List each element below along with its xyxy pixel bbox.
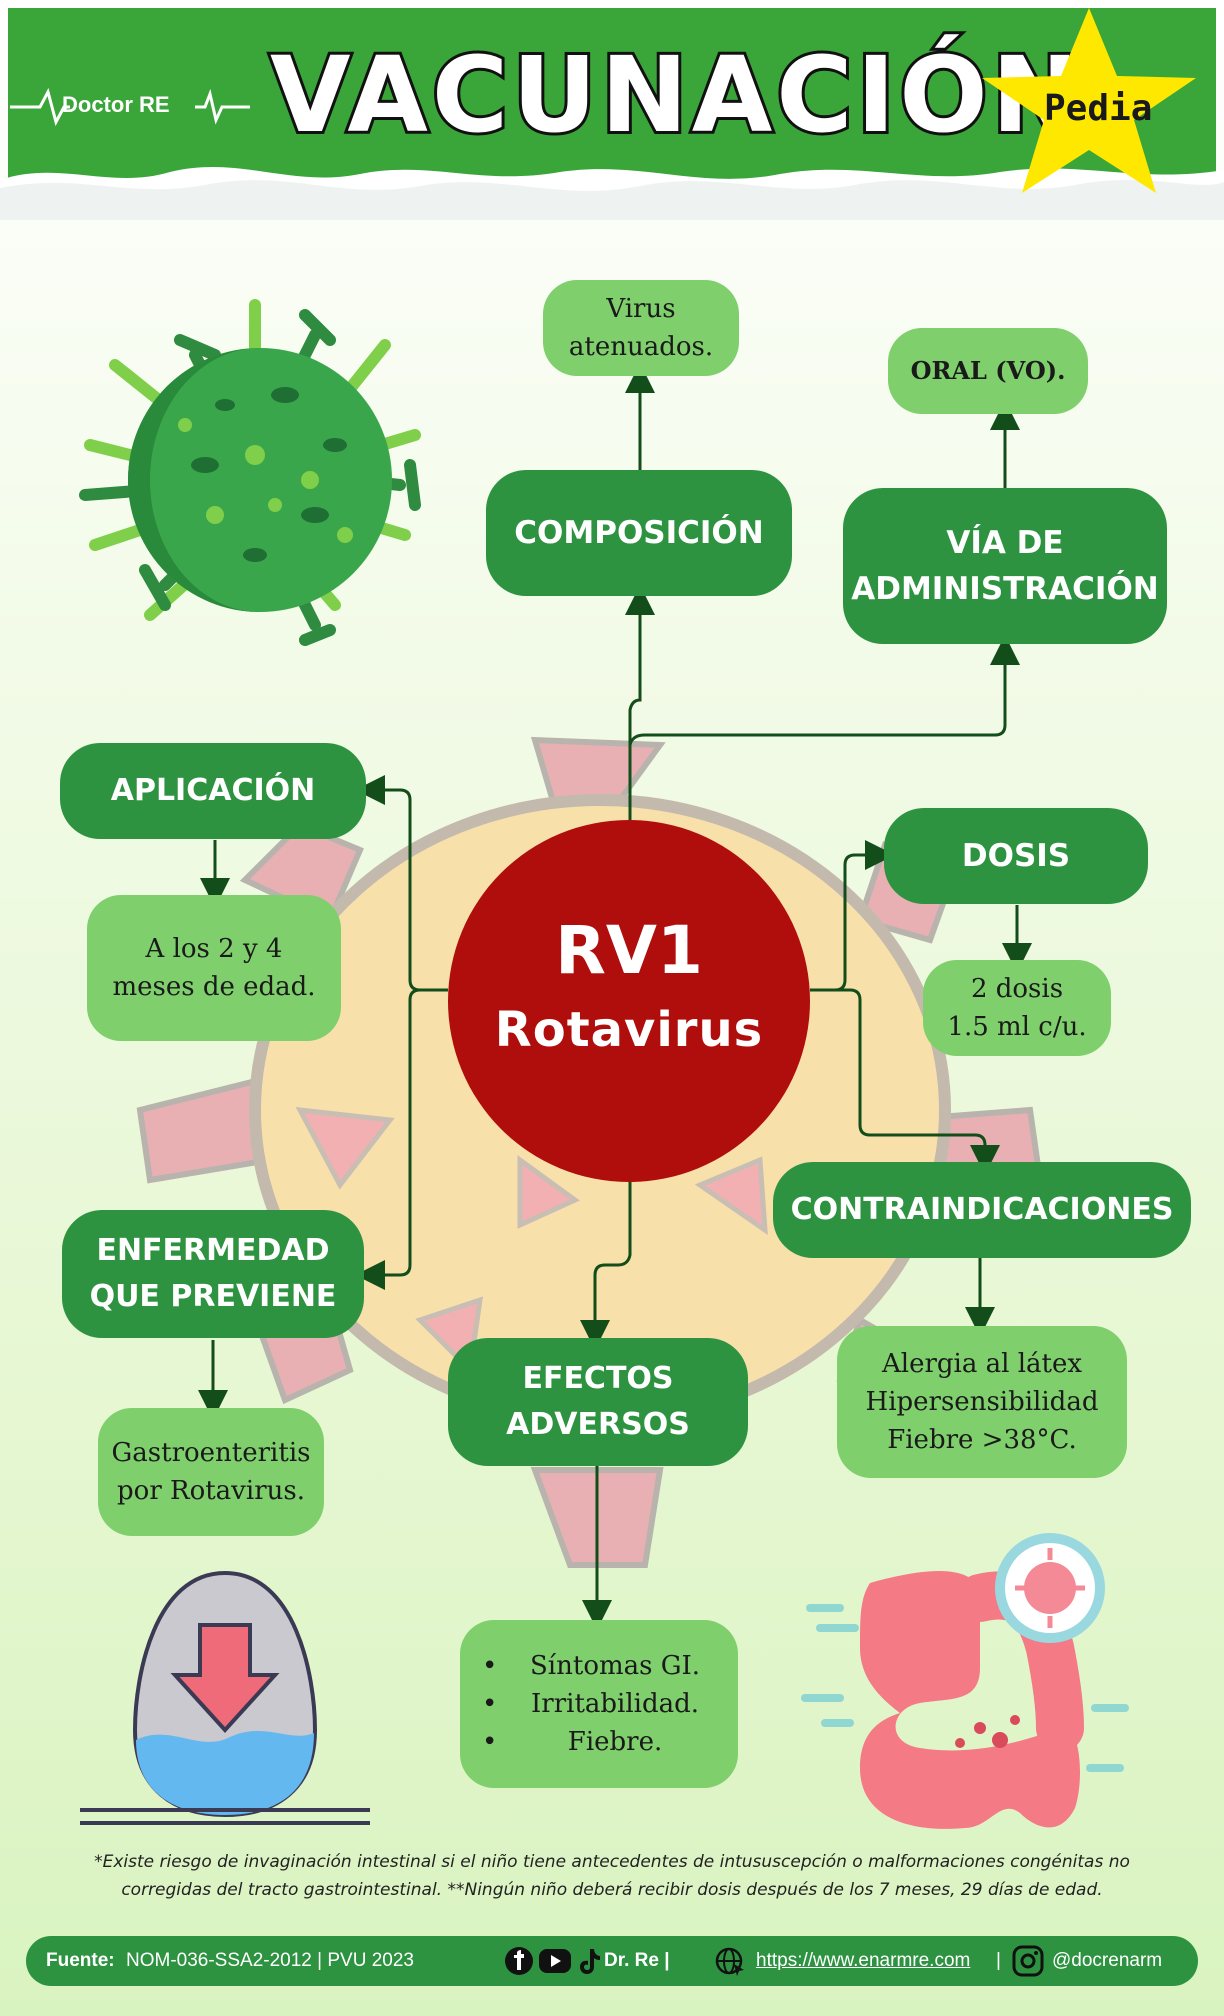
enfermedad-detail-line: Gastroenteritis <box>111 1438 311 1468</box>
enfermedad-node: ENFERMEDAD QUE PREVIENE <box>62 1210 364 1338</box>
via-title-line: VÍA DE <box>946 525 1064 561</box>
efecto-item: •Síntomas GI. <box>482 1651 701 1681</box>
aplicacion-node: APLICACIÓN <box>60 743 366 839</box>
globe-icon <box>715 1947 744 1976</box>
footnote-line: corregidas del tracto gastrointestinal. … <box>121 1880 1103 1900</box>
dosis-detail: 2 dosis 1.5 ml c/u. <box>923 960 1111 1056</box>
enfermedad-title-line: ENFERMEDAD <box>96 1233 330 1268</box>
source-text: NOM-036-SSA2-2012 | PVU 2023 <box>126 1950 414 1971</box>
via-node: VÍA DE ADMINISTRACIÓN <box>843 488 1167 644</box>
aplicacion-detail: A los 2 y 4 meses de edad. <box>87 895 341 1041</box>
source-label: Fuente: <box>46 1950 115 1971</box>
composicion-detail-line: Virus <box>606 294 676 324</box>
egg-arrow-illustration <box>80 1570 370 1825</box>
efectos-node: EFECTOS ADVERSOS <box>448 1338 748 1466</box>
enfermedad-detail-line: por Rotavirus. <box>117 1476 305 1506</box>
youtube-icon[interactable] <box>538 1946 572 1976</box>
star-icon <box>982 8 1196 193</box>
website-link[interactable]: https://www.enarmre.com <box>756 1950 971 1971</box>
tiktok-icon[interactable] <box>576 1946 602 1976</box>
brand-logo-text: Doctor RE <box>62 92 170 117</box>
dosis-node: DOSIS <box>884 808 1148 904</box>
dosis-detail-line: 2 dosis <box>970 974 1064 1004</box>
intestine-illustration <box>801 1533 1129 1829</box>
instagram-icon[interactable] <box>1012 1945 1044 1977</box>
via-title-line: ADMINISTRACIÓN <box>851 571 1159 607</box>
contraindicaciones-detail: Alergia al látex Hipersensibilidad Fiebr… <box>837 1326 1127 1478</box>
contraindicacion-item: Alergia al látex <box>881 1349 1083 1379</box>
footnote: *Existe riesgo de invaginación intestina… <box>50 1848 1174 1904</box>
dosis-detail-line: 1.5 ml c/u. <box>947 1012 1087 1042</box>
heartbeat-icon <box>10 87 250 127</box>
center-vaccine-code: RV1 <box>555 912 703 989</box>
social-handle[interactable]: @docrenarm <box>1052 1950 1163 1971</box>
efecto-text: Fiebre. <box>567 1727 663 1757</box>
efectos-title-line: EFECTOS <box>522 1361 674 1396</box>
efecto-item: •Irritabilidad. <box>482 1689 700 1719</box>
footer-bar: Fuente: NOM-036-SSA2-2012 | PVU 2023 Dr.… <box>26 1936 1198 1986</box>
enfermedad-title-line: QUE PREVIENE <box>89 1279 337 1314</box>
enfermedad-detail: Gastroenteritis por Rotavirus. <box>98 1408 324 1536</box>
efectos-list: •Síntomas GI. •Irritabilidad. •Fiebre. <box>460 1647 700 1761</box>
efecto-item: •Fiebre. <box>482 1727 663 1757</box>
header-wave-divider <box>0 167 1224 220</box>
facebook-icon[interactable] <box>504 1946 534 1976</box>
footnote-line: *Existe riesgo de invaginación intestina… <box>94 1852 1130 1872</box>
aplicacion-detail-line: meses de edad. <box>112 972 316 1002</box>
author-label: Dr. Re | <box>604 1950 670 1971</box>
contraindicacion-item: Hipersensibilidad <box>865 1387 1099 1417</box>
virus-illustration <box>79 299 421 646</box>
efectos-title-line: ADVERSOS <box>506 1407 690 1442</box>
pedia-badge-label: Pedia <box>1044 88 1153 129</box>
aplicacion-detail-line: A los 2 y 4 <box>145 934 283 964</box>
composicion-detail: Virus atenuados. <box>543 280 739 376</box>
efecto-text: Irritabilidad. <box>531 1689 700 1719</box>
contraindicaciones-node: CONTRAINDICACIONES <box>773 1162 1191 1258</box>
via-detail: ORAL (VO). <box>888 328 1088 414</box>
contraindicacion-item: Fiebre >38°C. <box>887 1425 1077 1455</box>
center-vaccine-circle: RV1 Rotavirus <box>448 820 810 1182</box>
footer-separator: | <box>996 1950 1001 1971</box>
efectos-detail: •Síntomas GI. •Irritabilidad. •Fiebre. <box>460 1620 738 1788</box>
efecto-text: Síntomas GI. <box>530 1651 701 1681</box>
composicion-node: COMPOSICIÓN <box>486 470 792 596</box>
composicion-detail-line: atenuados. <box>568 332 714 362</box>
center-vaccine-name: Rotavirus <box>494 1002 764 1058</box>
